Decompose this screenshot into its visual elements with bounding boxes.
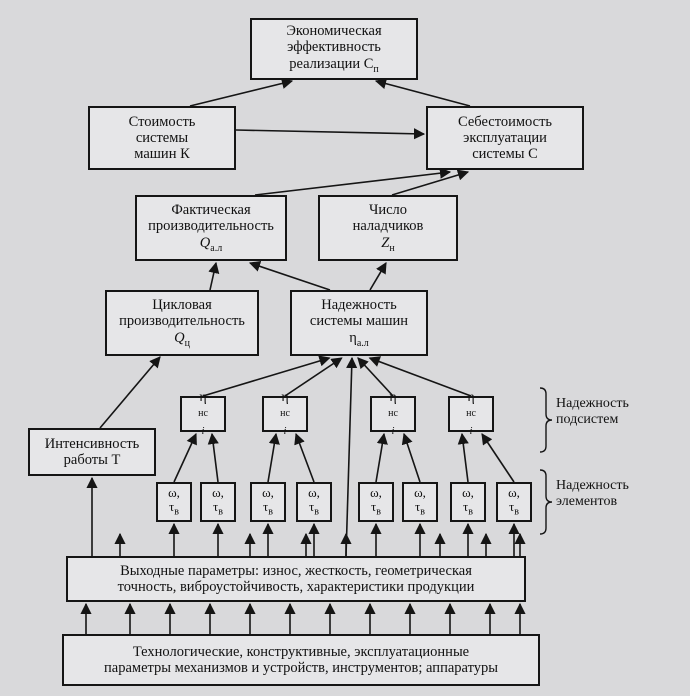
arrow-element-to-subsystem [173,432,197,483]
arrow-costmachines-to-costop [235,128,426,140]
element-omega: ω, [370,485,382,501]
intensity-box: Интенсивность работы T [28,428,156,476]
adjusters-line1: Число [368,202,408,219]
cycle-productivity-line1: Цикловая [152,297,212,314]
element-tau: τв [509,498,519,518]
arrow-reliability-to-adjusters [369,262,387,291]
brace-elements [539,469,553,535]
arrow-subsystem-to-reliability [357,357,394,397]
actual-productivity-box: Фактическая производительность Qа.л [135,195,287,261]
element-omega: ω, [462,485,474,501]
element-tau: τв [415,498,425,518]
element-reliability-box: ω,τв [450,482,486,522]
element-reliability-box: ω,τв [296,482,332,522]
element-tau: τв [263,498,273,518]
adjusters-box: Число наладчиков Zн [318,195,458,261]
element-tau: τв [371,498,381,518]
element-tau: τв [309,498,319,518]
actual-productivity-line1: Фактическая [171,202,251,219]
arrow-subsystem-to-reliability [368,356,472,397]
output-line1: Выходные параметры: износ, жесткость, ге… [120,562,472,579]
economic-line1: Экономическая [286,23,382,40]
cost-machines-line2: системы [135,129,189,146]
cost-operation-box: Себестоимость эксплуатации системы С [426,106,584,170]
tech-line2: параметры механизмов и устройств, инстру… [104,660,498,676]
cycle-productivity-box: Цикловая производительность Qц [105,290,259,356]
element-reliability-box: ω,τв [402,482,438,522]
arrow-element-to-subsystem [457,432,469,483]
arrow-adjusters-to-costop [391,169,470,196]
arrow-subsystem-to-reliability [284,357,343,397]
element-reliability-box: ω,τв [200,482,236,522]
economic-line2: эффективность [287,39,381,56]
reliability-system-box: Надежность системы машин ηа.л [290,290,428,356]
arrow-element-to-subsystem [375,432,388,483]
element-omega: ω, [262,485,274,501]
economic-efficiency-box: Экономическая эффективность реализации C… [250,18,418,80]
element-tau: τв [213,498,223,518]
reliability-system-line3: ηа.л [349,329,369,349]
cost-machines-box: Стоимость системы машин К [88,106,236,170]
cost-operation-line1: Себестоимость [457,113,553,130]
adjusters-line3: Zн [381,234,395,254]
cost-operation-line3: системы С [472,146,538,163]
element-omega: ω, [508,485,520,501]
economic-line3: реализации Cп [289,55,379,75]
subsystems-label: Надежность подсистем [556,396,629,428]
brace-subsystems [539,387,553,453]
output-parameters-box: Выходные параметры: износ, жесткость, ге… [66,556,526,602]
arrow-element-to-subsystem [267,432,280,483]
cost-machines-line3: машин К [134,146,190,163]
elements-label: Надежность элементов [556,478,629,510]
cost-machines-line1: Стоимость [128,113,196,130]
arrow-actual-to-costop [254,167,452,196]
element-tau: τв [463,498,473,518]
cycle-productivity-line3: Qц [174,329,190,349]
element-reliability-box: ω,τв [250,482,286,522]
output-line2: точность, виброустойчивость, характерист… [117,579,475,595]
element-tau: τв [169,498,179,518]
arrow-element-to-subsystem [294,432,315,483]
arrow-costop-to-economic [374,78,471,107]
adjusters-line2: наладчиков [352,218,424,235]
arrow-reliability-to-actual [248,260,331,291]
tech-line1: Технологические, конструктивные, эксплуа… [132,643,470,660]
arrow-element-to-subsystem [207,432,219,483]
arrow-intensity-to-cycle [99,356,161,429]
tech-parameters-box: Технологические, конструктивные, эксплуа… [62,634,540,686]
reliability-system-line2: системы машин [309,313,409,330]
element-omega: ω, [308,485,320,501]
cost-operation-line2: эксплуатации [463,129,547,146]
arrow-element-to-subsystem [481,433,515,483]
element-omega: ω, [212,485,224,501]
arrow-cost-to-economic [189,77,294,107]
arrow-element-to-subsystem [401,432,421,483]
cycle-productivity-line2: производительность [119,313,245,330]
element-reliability-box: ω,τв [358,482,394,522]
actual-productivity-line2: производительность [148,218,274,235]
intensity-line1: Интенсивность [44,435,140,452]
element-reliability-box: ω,τв [496,482,532,522]
intensity-line2: работы T [63,452,121,468]
actual-productivity-line3: Qа.л [199,234,223,254]
arrow-cycle-to-actual [208,261,220,291]
reliability-system-line1: Надежность [321,297,397,314]
element-omega: ω, [414,485,426,501]
element-omega: ω, [168,485,180,501]
arrow-subsystem-to-reliability [202,355,331,397]
arrow-output-to-reliability [345,356,358,557]
element-reliability-box: ω,τв [156,482,192,522]
